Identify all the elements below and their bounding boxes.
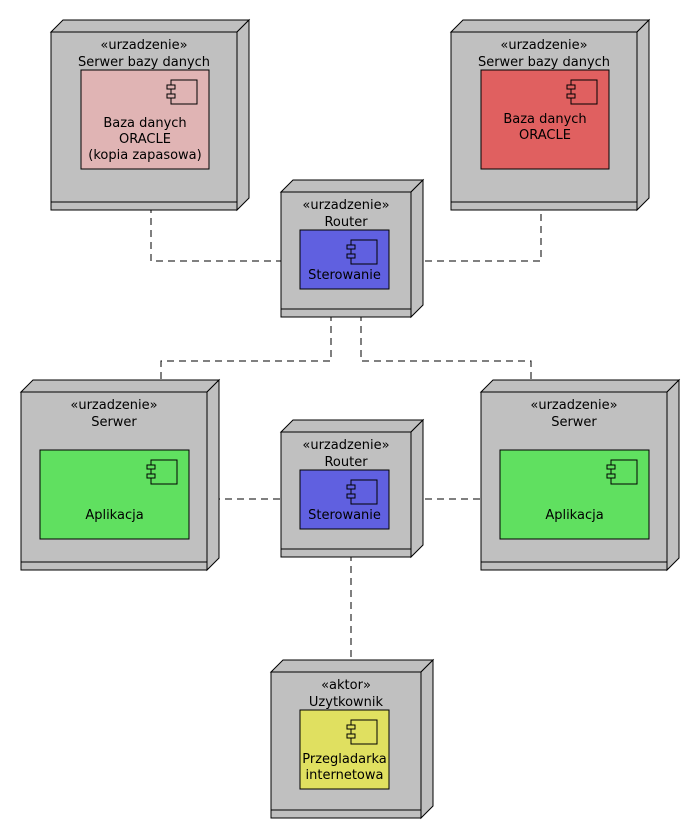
component-label-line: Aplikacja: [545, 508, 603, 523]
component-icon: [566, 79, 598, 105]
node-side-face: [410, 418, 424, 559]
component-server-right[interactable]: Aplikacja: [499, 449, 650, 540]
component-label-line: (kopia zapasowa): [88, 148, 201, 163]
component-label-line: Baza danych: [103, 116, 186, 131]
node-name: Serwer: [91, 415, 137, 430]
node-side-face: [236, 18, 250, 212]
connection-router-top-to-server-left: [160, 290, 332, 450]
node-top-face: [19, 379, 221, 393]
node-top-face: [449, 19, 651, 33]
component-label-line: Sterowanie: [308, 508, 381, 523]
node-stereotype: «urzadzenie»: [100, 38, 187, 53]
node-name: Serwer bazy danych: [78, 55, 210, 70]
component-server-left[interactable]: Aplikacja: [39, 449, 190, 540]
node-name: Uzytkownik: [309, 695, 384, 710]
component-label-line: Baza danych: [503, 112, 586, 127]
component-icon: [346, 719, 378, 745]
component-router-top[interactable]: Sterowanie: [299, 229, 390, 290]
node-top-face: [479, 379, 681, 393]
node-top-face: [49, 19, 251, 33]
node-top-face: [269, 659, 435, 673]
component-label-line: internetowa: [306, 768, 384, 783]
connection-router-top-to-db-main: [389, 170, 542, 262]
component-label-line: ORACLE: [519, 128, 571, 143]
node-side-face: [410, 178, 424, 319]
component-label-line: Aplikacja: [85, 508, 143, 523]
component-label-line: Sterowanie: [308, 268, 381, 283]
component-label-line: ORACLE: [119, 132, 171, 147]
component-box: [299, 709, 390, 790]
component-box: [499, 449, 650, 540]
node-stereotype: «urzadzenie»: [500, 38, 587, 53]
node-stereotype: «aktor»: [321, 678, 371, 693]
node-name: Router: [324, 455, 368, 470]
connection-router-top-to-server-right: [360, 290, 532, 450]
node-stereotype: «urzadzenie»: [302, 438, 389, 453]
node-stereotype: «urzadzenie»: [302, 198, 389, 213]
node-name: Serwer: [551, 415, 597, 430]
node-name: Router: [324, 215, 368, 230]
component-router-mid[interactable]: Sterowanie: [299, 469, 390, 530]
component-icon: [346, 479, 378, 505]
node-side-face: [206, 378, 220, 572]
component-label-line: Przegladarka: [302, 752, 386, 767]
component-box: [39, 449, 190, 540]
node-side-face: [666, 378, 680, 572]
component-box: [480, 69, 610, 170]
component-icon: [166, 79, 198, 105]
component-icon: [146, 459, 178, 485]
node-side-face: [636, 18, 650, 212]
node-side-face: [420, 658, 434, 820]
node-top-face: [279, 179, 425, 193]
node-stereotype: «urzadzenie»: [70, 398, 157, 413]
component-icon: [346, 239, 378, 265]
component-box: [80, 69, 210, 170]
node-top-face: [279, 419, 425, 433]
component-icon: [606, 459, 638, 485]
node-stereotype: «urzadzenie»: [530, 398, 617, 413]
node-name: Serwer bazy danych: [478, 55, 610, 70]
